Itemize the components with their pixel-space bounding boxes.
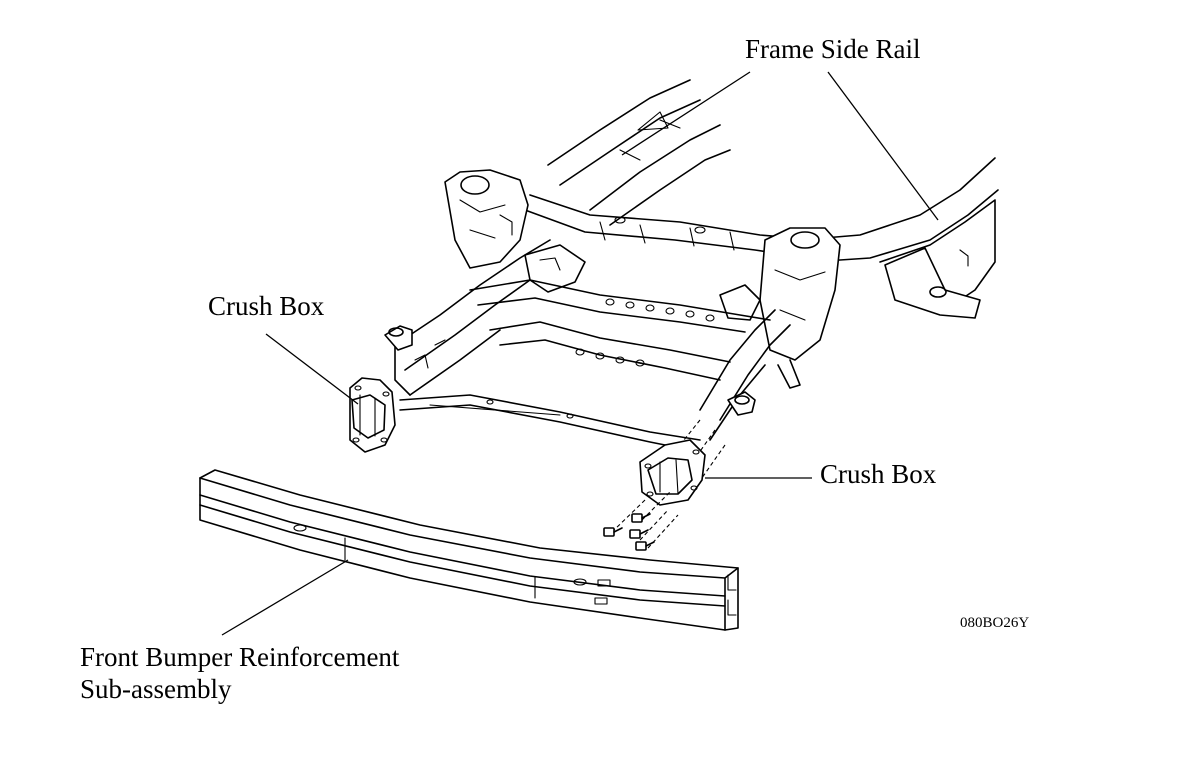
label-crush-box-left: Crush Box: [208, 291, 325, 321]
label-bumper-line2: Sub-assembly: [80, 674, 232, 704]
leader-bumper: [221, 559, 349, 636]
figure-code: 080BO26Y: [960, 615, 1030, 631]
right-rail-drawing: [659, 309, 791, 496]
leader-crush-box-left: [265, 333, 359, 405]
leader-frame-rail-left: [621, 71, 751, 156]
label-crush-box-right: Crush Box: [820, 459, 937, 489]
bolts-drawing: [603, 491, 679, 551]
leader-frame-rail-right: [827, 71, 939, 221]
bolt: [631, 513, 651, 523]
crush-box-left-drawing: [349, 377, 396, 453]
bolt: [603, 527, 623, 537]
left-rail-drawing: [384, 239, 551, 396]
frame-side-rail-left-drawing: [547, 79, 731, 226]
frame-side-rail-right-drawing: [799, 157, 999, 319]
left-tower-drawing: [444, 169, 529, 269]
crossmember-holes: [575, 298, 715, 367]
right-tower-drawing: [759, 227, 841, 389]
bolt: [629, 529, 649, 539]
bolt: [635, 541, 655, 551]
leader-lines: [221, 71, 939, 636]
crush-box-right-drawing: [639, 439, 706, 506]
label-frame-side-rail: Frame Side Rail: [745, 34, 921, 64]
middle-crossmember-drawing: [469, 244, 771, 381]
front-crossmember-drawing: [399, 394, 701, 453]
bumper-reinforcement-drawing: [199, 469, 739, 631]
label-bumper-line1: Front Bumper Reinforcement: [80, 642, 400, 672]
